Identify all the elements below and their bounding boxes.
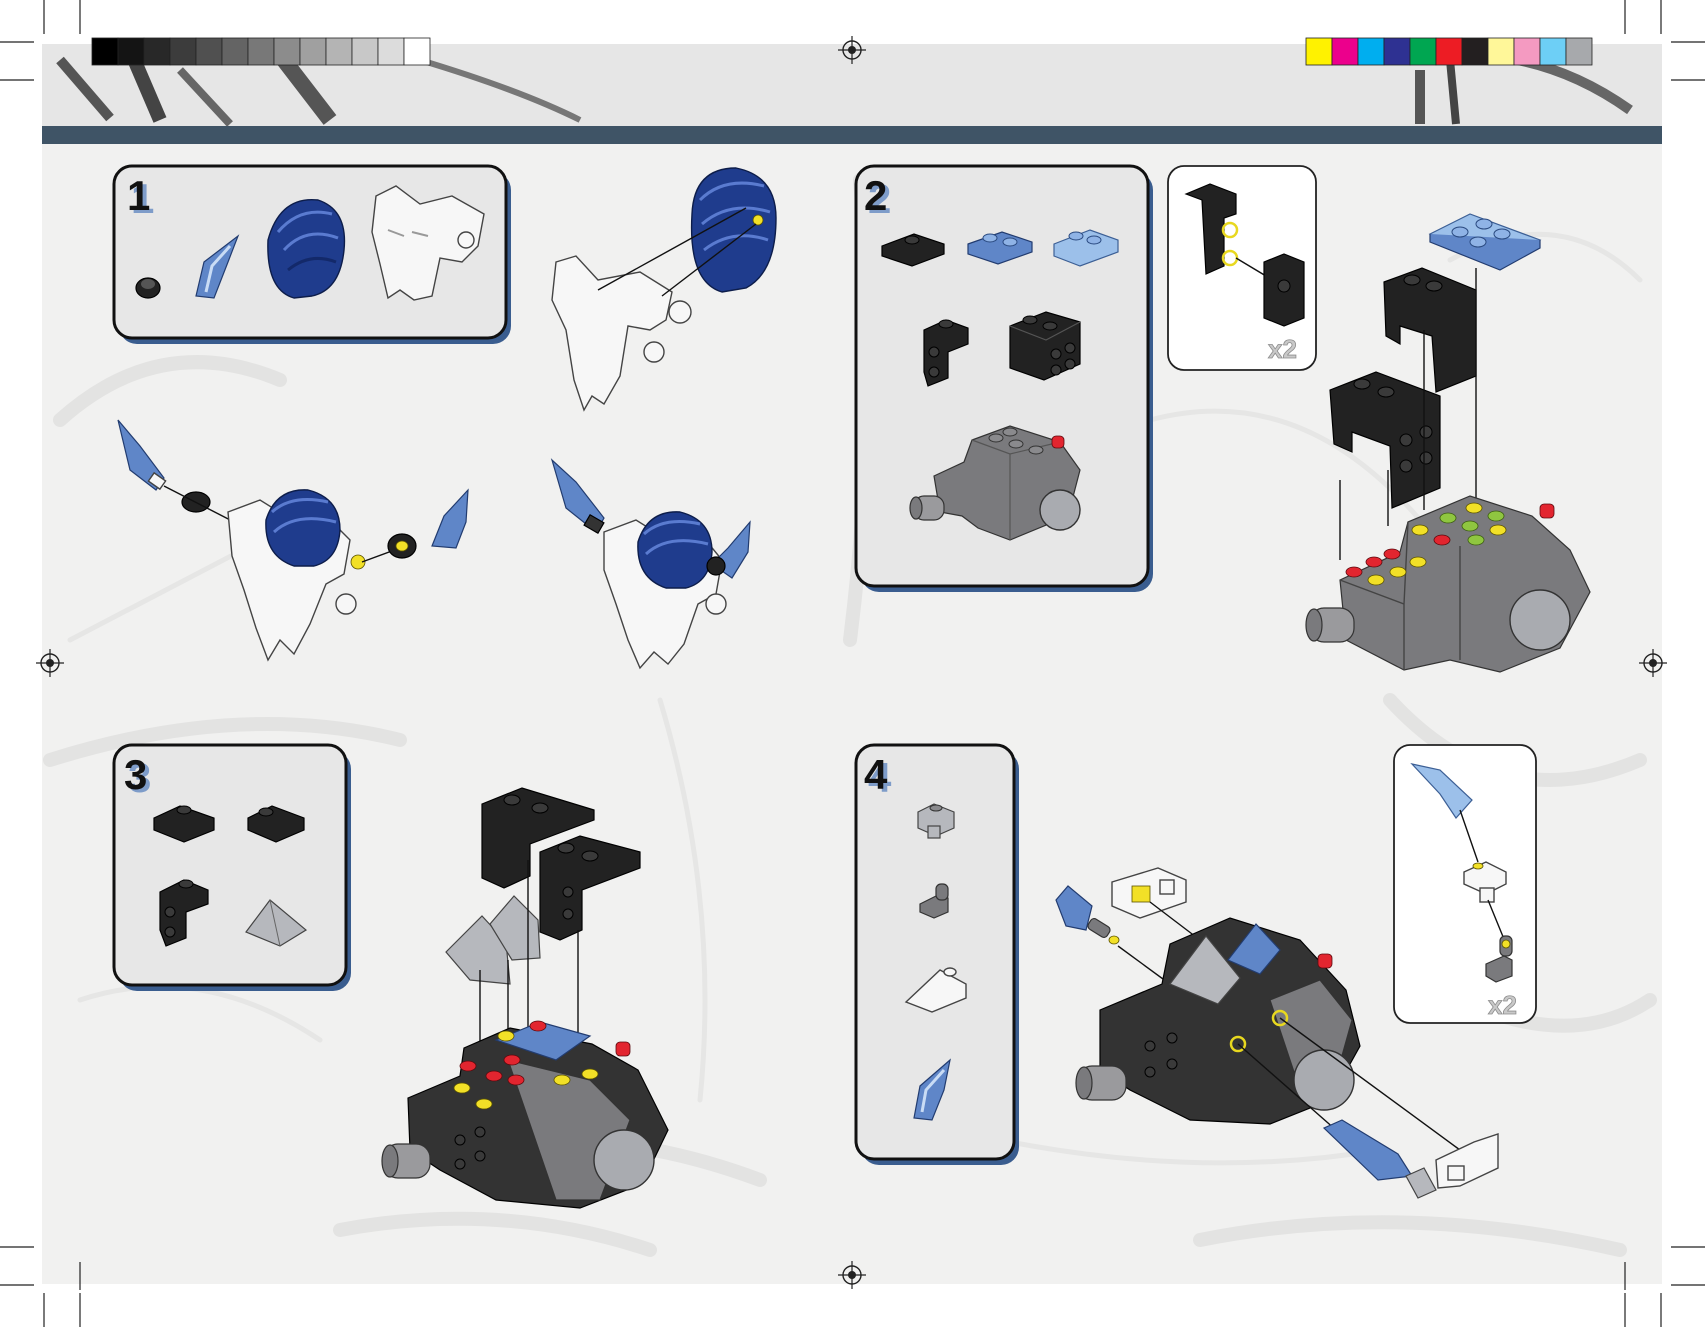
color-swatch [118,38,144,65]
color-swatch [1566,38,1592,65]
color-swatch [378,38,404,65]
color-swatch [248,38,274,65]
color-swatch [144,38,170,65]
color-swatch [300,38,326,65]
step-2-callout-quantity: x2 [1268,334,1297,364]
step-4-number: 4 [864,751,888,798]
color-swatch [1358,38,1384,65]
color-swatch [274,38,300,65]
color-swatch [352,38,378,65]
color-swatch [1410,38,1436,65]
callout-black-plate [1264,254,1304,326]
color-swatch [170,38,196,65]
color-swatch [404,38,430,65]
step-1-parts-box: 1 1 [114,166,511,344]
color-swatch [196,38,222,65]
color-swatch [1436,38,1462,65]
step-4-parts-box: 4 4 [856,745,1019,1165]
color-swatch [1384,38,1410,65]
color-swatch [1540,38,1566,65]
grayscale-color-bar [92,38,430,65]
step-2-parts-box: 2 2 [856,166,1153,592]
step-4-callout-box: x2 [1394,745,1536,1023]
color-swatch [1462,38,1488,65]
color-swatch [326,38,352,65]
color-swatch [1514,38,1540,65]
step-2-number: 2 [864,172,887,219]
step-3-parts-box: 3 3 [114,745,351,991]
process-color-bar [1306,38,1592,65]
black-round-connector-part [136,278,160,298]
color-swatch [92,38,118,65]
color-swatch [222,38,248,65]
step-3-number: 3 [124,751,147,798]
header-stripe [42,126,1662,144]
step-1-number: 1 [127,172,150,219]
color-swatch [1488,38,1514,65]
color-swatch [1332,38,1358,65]
blue-shoulder-armor-part [268,200,345,298]
step-2-callout-box: x2 [1168,166,1316,370]
step-4-callout-quantity: x2 [1488,990,1517,1020]
color-swatch [1306,38,1332,65]
